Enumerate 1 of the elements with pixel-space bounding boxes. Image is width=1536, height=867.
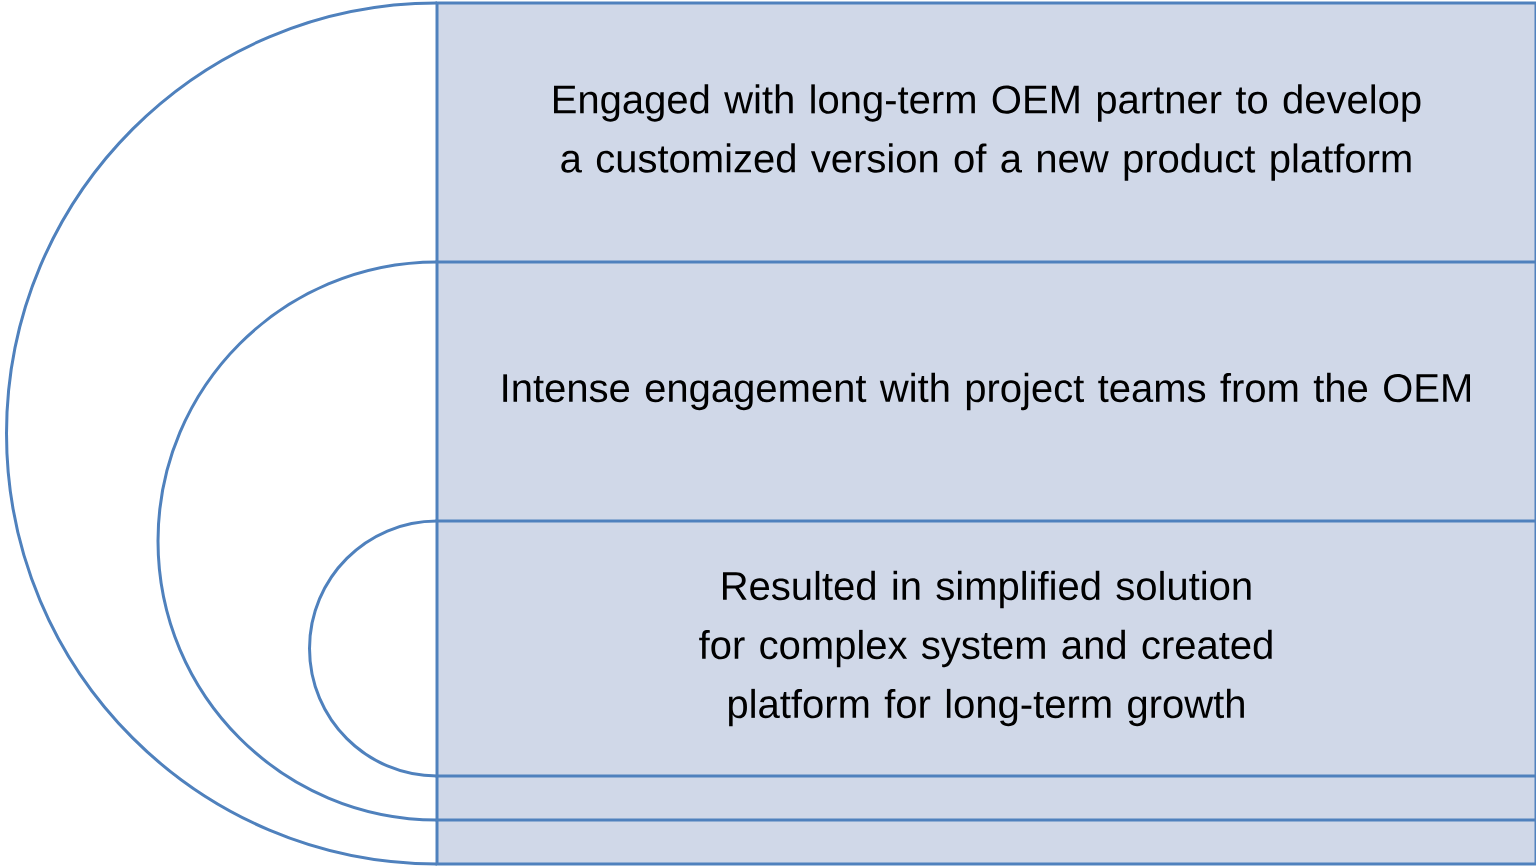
- nested-arc-panel: Resulted in simplified solution for complex system and created platform for long-term growth: [308, 519, 1536, 778]
